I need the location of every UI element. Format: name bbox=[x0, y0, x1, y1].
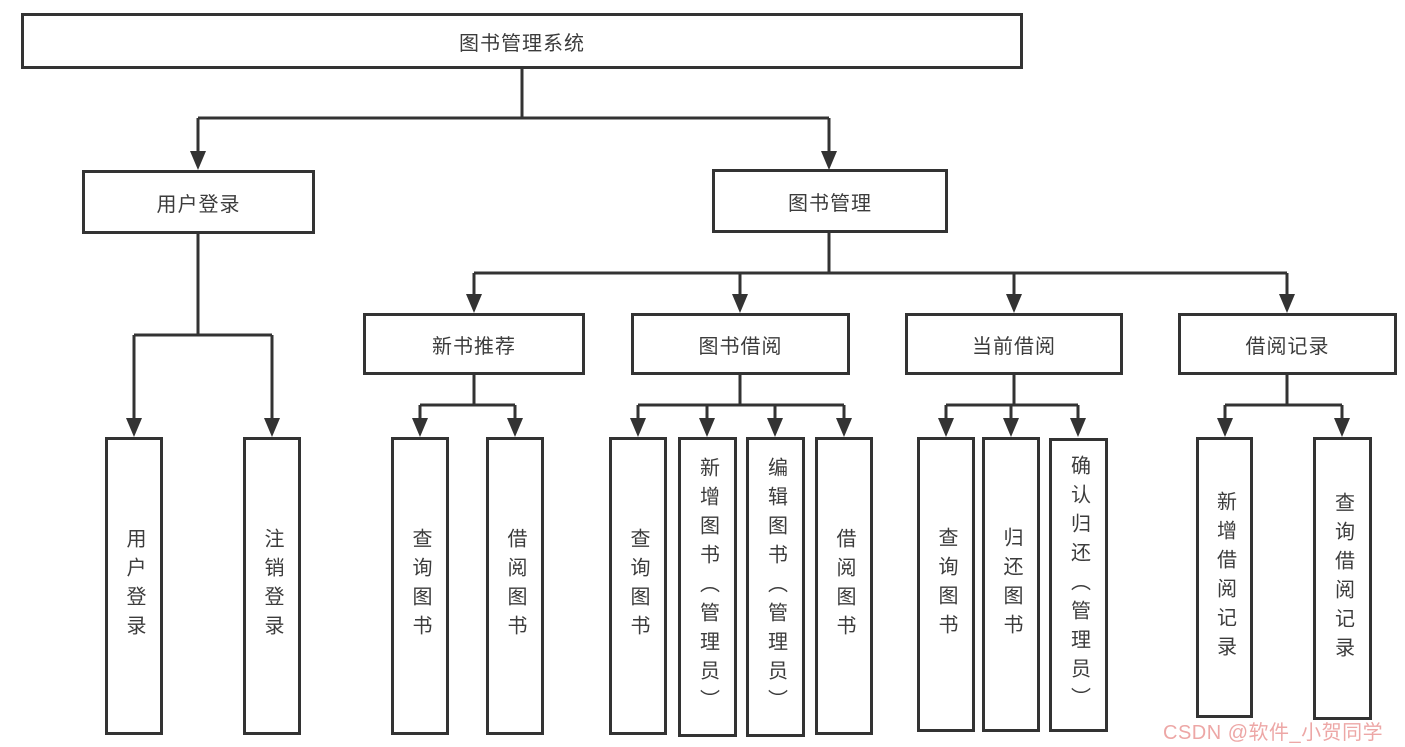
node-book-management: 图书管理 bbox=[712, 169, 948, 233]
node-label: 图书借阅 bbox=[698, 335, 783, 358]
node-confirm-return-admin: 确认归还（管理员） bbox=[1049, 438, 1108, 732]
node-label: 注销登录 bbox=[261, 528, 283, 644]
node-user-login-action: 用户登录 bbox=[105, 437, 163, 735]
node-book-borrow: 图书借阅 bbox=[631, 313, 850, 375]
node-recommend-borrow-books: 借阅图书 bbox=[486, 437, 544, 735]
node-new-book-recommend: 新书推荐 bbox=[363, 313, 585, 375]
node-label: 用户登录 bbox=[123, 528, 145, 644]
node-logout-action: 注销登录 bbox=[243, 437, 301, 735]
node-borrow-records: 借阅记录 bbox=[1178, 313, 1397, 375]
node-label: 新书推荐 bbox=[432, 335, 516, 358]
node-add-books-admin: 新增图书（管理员） bbox=[678, 437, 737, 737]
node-label: 查询借阅记录 bbox=[1331, 491, 1354, 666]
arrowheads bbox=[126, 151, 1350, 437]
node-recommend-query-books: 查询图书 bbox=[391, 437, 449, 735]
node-label: 新增借阅记录 bbox=[1213, 490, 1236, 665]
node-current-borrow: 当前借阅 bbox=[905, 313, 1123, 375]
node-edit-books-admin: 编辑图书（管理员） bbox=[746, 437, 805, 737]
node-borrow-query-books: 查询图书 bbox=[609, 437, 667, 735]
node-current-query-books: 查询图书 bbox=[917, 437, 975, 732]
node-label: 新增图书（管理员） bbox=[696, 456, 719, 718]
node-label: 归还图书 bbox=[1000, 526, 1022, 643]
node-label: 查询图书 bbox=[627, 528, 649, 644]
node-label: 用户登录 bbox=[156, 193, 241, 216]
node-label: 查询图书 bbox=[935, 526, 957, 643]
node-user-login: 用户登录 bbox=[82, 170, 315, 234]
node-library-system: 图书管理系统 bbox=[21, 13, 1023, 69]
node-borrow-books: 借阅图书 bbox=[815, 437, 873, 735]
node-label: 图书管理 bbox=[788, 192, 872, 215]
node-label: 当前借阅 bbox=[972, 335, 1056, 358]
csdn-watermark: CSDN @软件_小贺同学 bbox=[1163, 722, 1384, 744]
node-add-borrow-record: 新增借阅记录 bbox=[1196, 437, 1253, 718]
node-return-books: 归还图书 bbox=[982, 437, 1040, 732]
node-label: 编辑图书（管理员） bbox=[764, 456, 787, 718]
node-label: 借阅记录 bbox=[1245, 335, 1330, 358]
node-label: 借阅图书 bbox=[833, 528, 855, 644]
node-label: 查询图书 bbox=[409, 528, 431, 644]
node-label: 图书管理系统 bbox=[459, 32, 585, 55]
node-label: 借阅图书 bbox=[504, 528, 526, 644]
node-label: 确认归还（管理员） bbox=[1067, 454, 1090, 716]
node-query-borrow-record: 查询借阅记录 bbox=[1313, 437, 1372, 720]
